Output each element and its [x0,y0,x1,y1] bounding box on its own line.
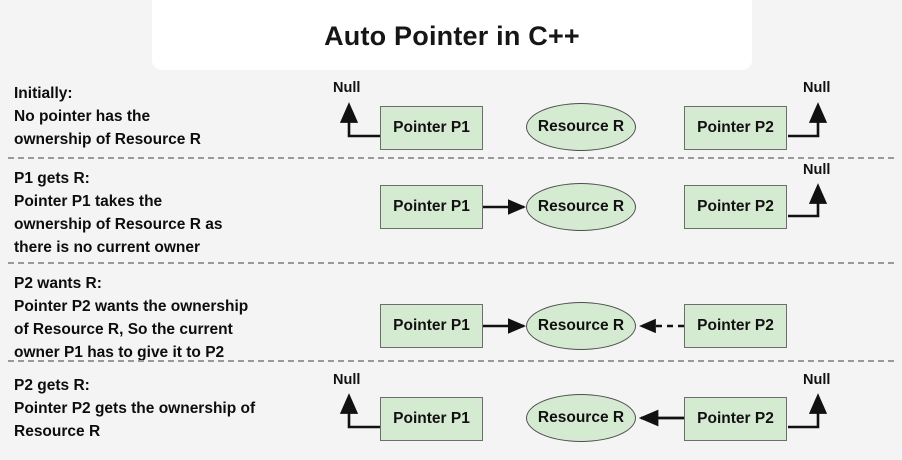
row-p2-wants-r-pointer-p2[interactable]: Pointer P2 [684,304,787,348]
row-separator-3 [8,360,894,362]
row1-p2-null-arrow [788,102,828,138]
row-initially-pointer-p2[interactable]: Pointer P2 [684,106,787,150]
title-card: Auto Pointer in C++ [152,0,752,70]
row-p2-gets-r-resource-r[interactable]: Resource R [526,394,636,442]
row-separator-2 [8,262,894,264]
row-initially-caption: Initially: No pointer has the ownership … [14,85,201,148]
row-p1-gets-r-pointer-p1[interactable]: Pointer P1 [380,185,483,229]
row-separator-1 [8,157,894,159]
row-initially-p1-null-label: Null [333,80,361,96]
row-initially-pointer-p1[interactable]: Pointer P1 [380,106,483,150]
row-p2-gets-r-pointer-p2[interactable]: Pointer P2 [684,397,787,441]
row4-p1-null-arrow [339,393,380,429]
row1-p1-null-arrow [339,102,380,138]
row-p2-gets-r-p2-null-label: Null [803,372,831,388]
row-p2-wants-r-resource-r[interactable]: Resource R [526,302,636,350]
row-initially-resource-r[interactable]: Resource R [526,103,636,151]
row-p1-gets-r-pointer-p2[interactable]: Pointer P2 [684,185,787,229]
row-p2-gets-r-pointer-p1[interactable]: Pointer P1 [380,397,483,441]
row-p1-gets-r-p2-null-label: Null [803,162,831,178]
row-p2-gets-r-p1-null-label: Null [333,372,361,388]
row2-p2-null-arrow [788,183,828,218]
row-p1-gets-r-caption: P1 gets R: Pointer P1 takes the ownershi… [14,170,223,256]
row-initially-p2-null-label: Null [803,80,831,96]
row-p2-gets-r-caption: P2 gets R: Pointer P2 gets the ownership… [14,377,256,440]
row-p1-gets-r-resource-r[interactable]: Resource R [526,183,636,231]
row-p2-wants-r-caption: P2 wants R: Pointer P2 wants the ownersh… [14,275,249,361]
row4-p2-null-arrow [788,393,828,429]
row-p2-wants-r-pointer-p1[interactable]: Pointer P1 [380,304,483,348]
page-title: Auto Pointer in C++ [324,20,580,51]
